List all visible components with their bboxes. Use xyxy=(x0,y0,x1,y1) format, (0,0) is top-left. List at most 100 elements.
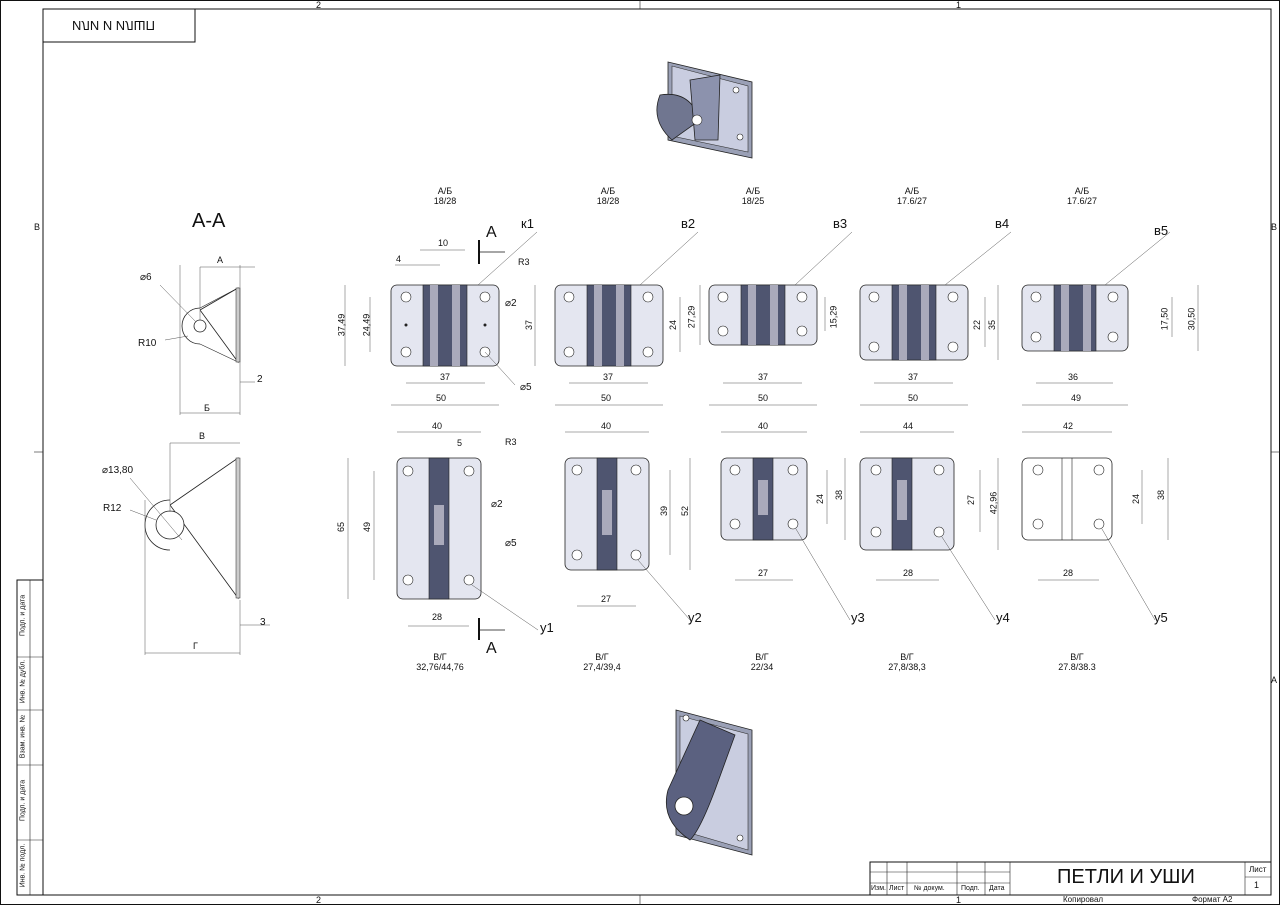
hinge-top-5-label: в5 xyxy=(1154,223,1169,238)
vg-value: 22/34 xyxy=(750,662,774,672)
hinge-bottom-2-hinner: 39 xyxy=(659,505,670,517)
hinge-bottom-5-shape xyxy=(1021,431,1169,621)
side-label-5: Инв. № подл. xyxy=(19,843,27,888)
title-col-doc: № докум. xyxy=(914,885,945,892)
hinge-bottom-5-houter: 38 xyxy=(1156,489,1167,501)
format-label: Формат А2 xyxy=(1192,895,1233,904)
hinge-bottom-5-hinner: 24 xyxy=(1131,493,1142,505)
hinge-top-1-houter: 37,49 xyxy=(336,313,347,337)
hinge-top-4-ab: А/Б 17.6/27 xyxy=(892,186,932,206)
hinge-bottom-2-vg: В/Г 27,4/39,4 xyxy=(572,652,632,672)
hinge-top-2-hinner: 24 xyxy=(668,319,679,331)
dim-r10: R10 xyxy=(138,338,157,349)
hinge-bottom-3-wouter: 40 xyxy=(758,421,769,431)
side-label-4: Подп. и дата xyxy=(19,779,27,822)
ear-section-small xyxy=(159,265,255,415)
hinge-top-2-shape xyxy=(534,231,699,406)
dim-two: 2 xyxy=(257,374,263,385)
hinge-top-4-hinner: 22 xyxy=(972,319,983,331)
dim-r12: R12 xyxy=(103,503,122,514)
hinge-top-3-ab: А/Б 18/25 xyxy=(733,186,773,206)
hinge-top-5-shape xyxy=(1021,231,1199,406)
copied-label: Копировал xyxy=(1063,895,1104,904)
ab-title: А/Б xyxy=(600,186,616,196)
hinge-bottom-3-shape xyxy=(720,431,851,621)
hinge-top-3-winner: 37 xyxy=(758,372,769,382)
hinge-top-2-houter: 37 xyxy=(524,319,535,331)
side-table xyxy=(16,579,44,896)
zone-bottom-1: 1 xyxy=(956,895,962,905)
hinge-top-1-winner: 37 xyxy=(440,372,451,382)
vg-value: 27.8/38.3 xyxy=(1058,662,1096,672)
hinge-bottom-1-d5: ⌀5 xyxy=(505,538,517,549)
vg-title: В/Г xyxy=(1070,652,1084,662)
hinge-bottom-1-d2: ⌀2 xyxy=(491,499,503,510)
hinge-bottom-4-vg: В/Г 27,8/38,3 xyxy=(877,652,937,672)
hinge-top-5-ab: А/Б 17.6/27 xyxy=(1060,186,1104,206)
ab-title: А/Б xyxy=(745,186,761,196)
iso-view-bottom xyxy=(665,709,753,856)
hinge-bottom-1-shape xyxy=(347,431,539,631)
side-label-3: Взам. инв. № xyxy=(19,714,27,759)
hinge-top-1-dim10: 10 xyxy=(438,238,449,248)
hinge-top-3-houter: 27,29 xyxy=(686,305,697,329)
zone-top-1: 1 xyxy=(956,0,962,10)
zone-left-v: В xyxy=(34,222,41,232)
dim-g: Г xyxy=(193,641,198,651)
ab-value: 18/25 xyxy=(741,196,765,206)
title-block-frame xyxy=(869,861,1272,896)
dim-three: 3 xyxy=(260,617,266,628)
hinge-top-5-hinner: 17,50 xyxy=(1159,307,1170,331)
hinge-bottom-3-label: у3 xyxy=(851,610,865,625)
hinge-top-4-winner: 37 xyxy=(908,372,919,382)
hinge-bottom-2-label: у2 xyxy=(688,610,702,625)
vg-title: В/Г xyxy=(755,652,769,662)
hinge-bottom-3-vg: В/Г 22/34 xyxy=(732,652,792,672)
hinge-bottom-2-winner: 27 xyxy=(601,594,612,604)
hinge-bottom-1-winner: 28 xyxy=(432,612,443,622)
section-title: А-А xyxy=(192,210,226,232)
ab-title: А/Б xyxy=(904,186,920,196)
hinge-bottom-4-wouter: 44 xyxy=(903,421,914,431)
hinge-bottom-1-wouter: 40 xyxy=(432,421,443,431)
ear-section-large xyxy=(129,442,270,655)
ab-value: 17.6/27 xyxy=(1066,196,1098,206)
hinge-top-1-wouter: 50 xyxy=(436,393,447,403)
hinge-top-2-wouter: 50 xyxy=(601,393,612,403)
hinge-top-3-wouter: 50 xyxy=(758,393,769,403)
hinge-top-2-ab: А/Б 18/28 xyxy=(588,186,628,206)
hinge-top-1-dim4: 4 xyxy=(396,254,402,264)
iso-view-top xyxy=(656,61,753,159)
hinge-top-4-label: в4 xyxy=(995,216,1010,231)
ab-value: 18/28 xyxy=(433,196,457,206)
hinge-bottom-4-hinner: 27 xyxy=(966,494,977,506)
hinge-top-5-wouter: 49 xyxy=(1071,393,1082,403)
hinge-top-1-ab: А/Б 18/28 xyxy=(425,186,465,206)
vg-value: 27,8/38,3 xyxy=(888,662,926,672)
hinge-top-1-label: к1 xyxy=(521,216,534,231)
hinge-bottom-2-wouter: 40 xyxy=(601,421,612,431)
dim-d1380: ⌀13,80 xyxy=(102,465,134,476)
ab-value: 18/28 xyxy=(596,196,620,206)
ab-title: А/Б xyxy=(437,186,453,196)
hinge-bottom-1-hinner: 49 xyxy=(362,521,373,533)
hinge-bottom-3-hinner: 24 xyxy=(815,493,826,505)
hinge-bottom-4-houter: 42,96 xyxy=(988,491,999,515)
hinge-bottom-5-winner: 28 xyxy=(1063,568,1074,578)
hinge-top-5-winner: 36 xyxy=(1068,372,1079,382)
inner-frame xyxy=(42,8,1272,896)
stamp-text: ИЛИ И ИЛШП xyxy=(72,18,155,33)
hinge-bottom-2-shape xyxy=(564,431,691,621)
dim-v: В xyxy=(199,431,206,441)
hinge-bottom-5-label: у5 xyxy=(1154,610,1168,625)
section-mark-bottom: А xyxy=(486,640,497,657)
hinge-bottom-1-houter: 65 xyxy=(336,521,347,533)
zone-top-2: 2 xyxy=(316,0,322,10)
vg-title: В/Г xyxy=(433,652,447,662)
hinge-top-5-houter: 30,50 xyxy=(1186,307,1197,331)
section-cut-marks xyxy=(478,240,505,640)
sheet-label: Лист xyxy=(1249,865,1267,874)
hinge-bottom-5-wouter: 42 xyxy=(1063,421,1074,431)
